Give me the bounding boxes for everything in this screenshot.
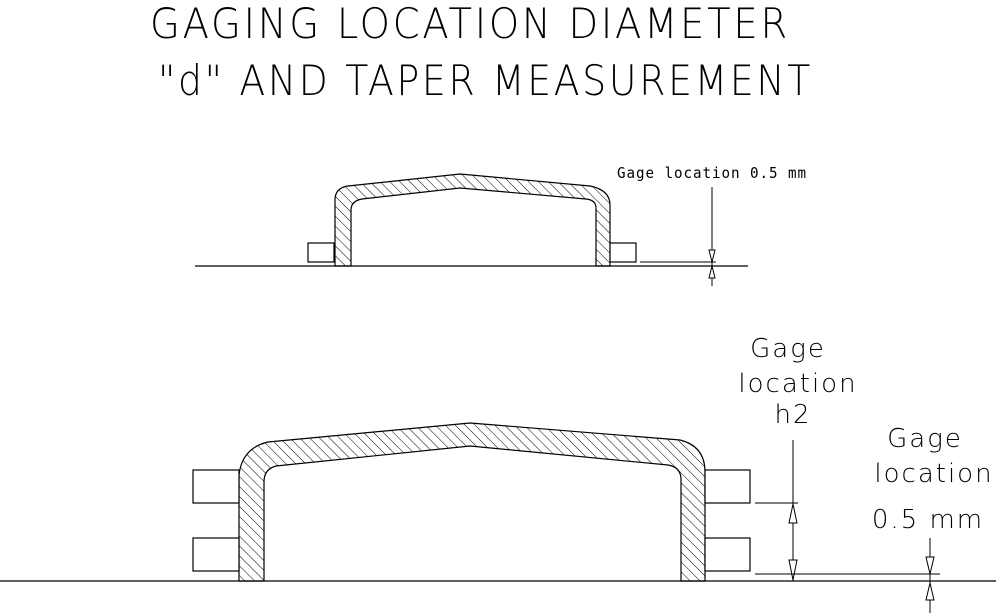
large-part-diagram: Gage location h2 Gage location 0.5 mm xyxy=(0,334,996,613)
gage-h2-label-line-3: h2 xyxy=(774,400,811,430)
small-dimension-arrow-upper xyxy=(708,249,716,263)
drawing-title-line-1: GAGING LOCATION DIAMETER xyxy=(150,0,790,48)
gage-05-arrow-lower xyxy=(925,582,935,601)
drawing-title-line-2: "d" AND TAPER MEASUREMENT xyxy=(158,56,813,105)
gage-05-arrow-upper xyxy=(925,556,935,575)
small-dimension-arrow-lower xyxy=(708,265,716,279)
small-cap-section xyxy=(334,173,611,267)
gage-h2-label-line-1: Gage xyxy=(750,334,826,364)
h2-arrow-upper xyxy=(788,503,798,524)
gage-05-label-line-1: Gage xyxy=(887,424,963,454)
gage-h2-label-line-2: location xyxy=(738,369,857,399)
small-part-diagram: Gage location 0.5 mm xyxy=(195,164,807,286)
small-gage-block-left xyxy=(307,242,335,263)
gage-05-label-line-3: 0.5 mm xyxy=(872,505,984,535)
large-gage-block-left-upper xyxy=(192,469,240,504)
large-cap-section xyxy=(238,422,706,582)
small-gage-block-right xyxy=(609,242,637,263)
large-gage-block-right-lower xyxy=(704,537,751,572)
gage-05-label-line-2: location xyxy=(874,459,993,489)
small-gage-location-label: Gage location 0.5 mm xyxy=(617,164,807,182)
large-gage-block-left-lower xyxy=(192,537,240,572)
h2-arrow-lower xyxy=(788,559,798,581)
large-gage-block-right-upper xyxy=(704,469,751,504)
